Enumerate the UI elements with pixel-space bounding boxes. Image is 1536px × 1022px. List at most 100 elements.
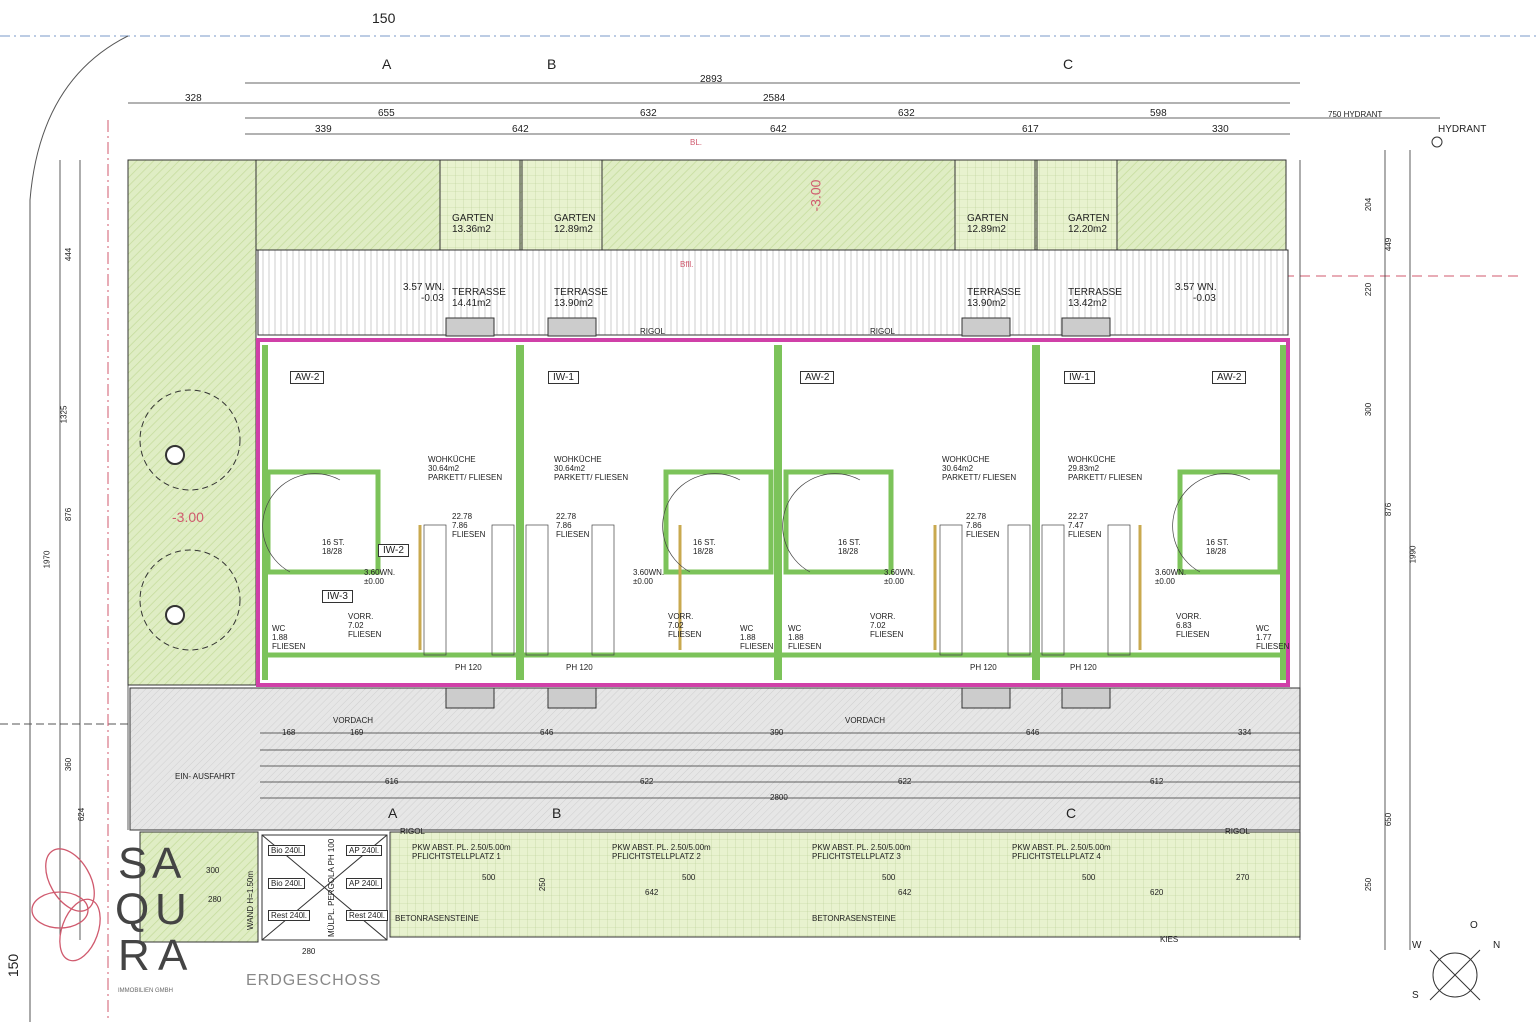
hall-area: 7.02: [870, 621, 886, 630]
dimension: 646: [540, 728, 554, 737]
hall-area: 6.83: [1176, 621, 1192, 630]
room-name: WOHKÜCHE: [554, 455, 602, 464]
logo-letter: S: [118, 839, 148, 888]
section-marker-c-bottom: C: [1066, 805, 1077, 821]
rigol-label: RIGOL: [640, 327, 665, 336]
hall-floor: FLIESEN: [668, 630, 702, 639]
room-floor: PARKETT/ FLIESEN: [554, 473, 629, 482]
dimension: 642: [770, 124, 787, 135]
room-area: 29.83m2: [1068, 464, 1100, 473]
section-marker-b: B: [547, 56, 557, 72]
room-floor: PARKETT/ FLIESEN: [942, 473, 1017, 482]
dimension: 646: [1026, 728, 1040, 737]
driveway-total: 2800: [770, 793, 788, 802]
terrace-level: 3.57 WN.-0.03: [403, 282, 445, 304]
kitchen-floor: FLIESEN: [556, 530, 590, 539]
garden-area: 12.89m2: [554, 224, 593, 235]
dimension: 1970: [42, 550, 52, 569]
dimension: 1990: [1408, 545, 1418, 564]
wall-type-tag: AW-2: [290, 371, 325, 384]
wc-area: 1.77: [1256, 633, 1272, 642]
logo-letter: A: [152, 839, 182, 888]
unit-1-stairs: 16 ST.18/28: [322, 538, 345, 556]
garden-name: GARTEN: [1068, 213, 1110, 224]
wc-floor: FLIESEN: [272, 642, 306, 651]
left-dimension: 328: [185, 93, 202, 104]
dimension: 449: [1384, 237, 1394, 252]
dimension: 168: [282, 728, 296, 737]
garden-area: 13.36m2: [452, 224, 491, 235]
logo-letter: A: [158, 931, 188, 980]
hall-floor: FLIESEN: [348, 630, 382, 639]
driveway-segment: 622: [898, 777, 912, 786]
level-value: ±0.00: [884, 577, 904, 586]
compass-east: O: [1470, 920, 1478, 931]
gravel-label: KIES: [1160, 935, 1179, 944]
hall-floor: FLIESEN: [1176, 630, 1210, 639]
dimension: 169: [350, 728, 364, 737]
hall-name: VORR.: [668, 612, 694, 621]
terrace-level: 3.57 WN.-0.03: [1175, 282, 1217, 304]
dimension: 624: [77, 807, 87, 822]
canopy-label: VORDACH: [333, 716, 374, 725]
unit-2-level: 3.60WN.±0.00: [633, 568, 664, 586]
terrace-area: 13.90m2: [554, 298, 593, 309]
room-name: WOHKÜCHE: [942, 455, 990, 464]
dimension: 650: [1384, 812, 1394, 827]
dimension: 500: [482, 873, 496, 882]
wall-height-label: WAND H=1.50m: [246, 870, 255, 930]
building-dimension: 2584: [763, 93, 786, 104]
parking-type: PKW ABST. PL. 2.50/5.00m: [612, 843, 711, 852]
dimension: 390: [770, 728, 784, 737]
wall-type-tag: AW-2: [1212, 371, 1247, 384]
pergola-label: MÜLPL. PERGOLA PH 100: [327, 838, 336, 937]
dimension: 876: [1384, 502, 1394, 517]
marker-bfll: Bfll.: [680, 260, 693, 269]
unit-3-level: 3.60WN.±0.00: [884, 568, 915, 586]
marker-bl: BL.: [690, 138, 702, 147]
parking-type: PKW ABST. PL. 2.50/5.00m: [412, 843, 511, 852]
level-label: 3.60WN.: [1155, 568, 1187, 577]
hall-name: VORR.: [1176, 612, 1202, 621]
bin: AP 240l.: [346, 878, 383, 889]
terrace-name: TERRASSE: [554, 287, 608, 298]
dimension: 876: [64, 507, 74, 522]
stairs-count: 16 ST.: [322, 538, 345, 547]
kitchen-level: 22.78: [966, 512, 987, 521]
wall-type-tag: IW-3: [322, 590, 353, 603]
rigol-label: RIGOL: [1225, 827, 1250, 836]
terrace-name: TERRASSE: [967, 287, 1021, 298]
terrace-area: 13.90m2: [967, 298, 1006, 309]
logo-company: IMMOBILIEN GMBH: [118, 988, 174, 994]
section-marker-b-bottom: B: [552, 805, 562, 821]
room-area: 30.64m2: [428, 464, 460, 473]
dimension: 500: [1082, 873, 1096, 882]
level-label: 3.57 WN.: [1175, 282, 1217, 293]
level-label: 3.60WN.: [633, 568, 665, 577]
dimension: 204: [1364, 197, 1374, 212]
stairs-ratio: 18/28: [838, 547, 859, 556]
wc-area: 1.88: [788, 633, 804, 642]
kitchen-floor: FLIESEN: [1068, 530, 1102, 539]
dimension: 300: [206, 866, 220, 875]
total-dimension: 2893: [700, 74, 723, 85]
dimension: 339: [315, 124, 332, 135]
dimension: 620: [1150, 888, 1164, 897]
kitchen-area: 7.86: [966, 521, 982, 530]
level-minus3: -3.00: [172, 509, 204, 525]
level-value: ±0.00: [1155, 577, 1175, 586]
hydrant-label: HYDRANT: [1438, 124, 1487, 135]
